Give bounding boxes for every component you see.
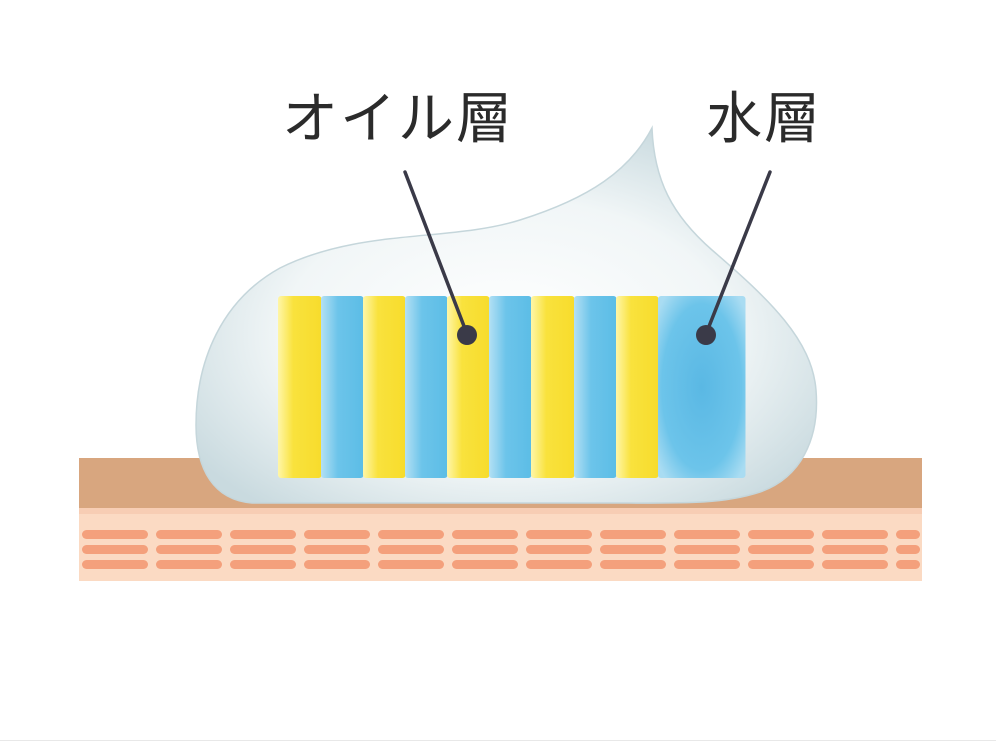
lamellar-layers bbox=[278, 296, 746, 478]
skin-cell bbox=[230, 560, 296, 569]
skin-cell bbox=[452, 530, 518, 539]
skin-cell bbox=[82, 545, 148, 554]
water-layer-stripe bbox=[321, 296, 364, 478]
skin-cell bbox=[674, 530, 740, 539]
skin-cell-rows bbox=[82, 530, 920, 569]
oil-layer-stripe bbox=[363, 296, 406, 478]
skin-cell bbox=[452, 560, 518, 569]
water-layer-marker-dot bbox=[696, 325, 716, 345]
skin-cell bbox=[600, 560, 666, 569]
oil-layer-stripe bbox=[616, 296, 659, 478]
skin-cell bbox=[526, 530, 592, 539]
skin-cell bbox=[378, 545, 444, 554]
oil-layer-stripe bbox=[531, 296, 575, 478]
water-layer-stripe bbox=[574, 296, 617, 478]
water-layer-label: 水層 bbox=[706, 87, 822, 152]
skin-cell bbox=[82, 530, 148, 539]
oil-layer-marker-dot bbox=[457, 325, 477, 345]
skin-cell bbox=[378, 530, 444, 539]
skin-tissue bbox=[79, 508, 922, 581]
skin-cell bbox=[600, 545, 666, 554]
skin-cell bbox=[82, 560, 148, 569]
skin-cell bbox=[600, 530, 666, 539]
skin-cell bbox=[156, 545, 222, 554]
skin-cell bbox=[304, 530, 370, 539]
skin-cell bbox=[748, 545, 814, 554]
skin-cell bbox=[674, 560, 740, 569]
oil-layer-label: オイル層 bbox=[282, 87, 514, 152]
skin-cell bbox=[526, 545, 592, 554]
oil-layer-stripe bbox=[278, 296, 322, 478]
skin-cell bbox=[674, 545, 740, 554]
water-layer-leader-line bbox=[704, 170, 772, 336]
skin-cell bbox=[526, 560, 592, 569]
skin-cell bbox=[896, 530, 920, 539]
skin-cell bbox=[748, 560, 814, 569]
skin-cell bbox=[304, 560, 370, 569]
skin-cell bbox=[822, 530, 888, 539]
skin-cell bbox=[156, 530, 222, 539]
skin-cell bbox=[896, 560, 920, 569]
oil-layer-leader-line bbox=[403, 170, 469, 336]
skin-cell bbox=[896, 545, 920, 554]
skin-cell bbox=[230, 530, 296, 539]
oil-layer-stripe bbox=[447, 296, 490, 478]
water-layer-stripe bbox=[489, 296, 532, 478]
water-layer-stripe bbox=[658, 296, 746, 478]
skin-cell bbox=[230, 545, 296, 554]
skin-cell bbox=[822, 560, 888, 569]
skin-cell bbox=[452, 545, 518, 554]
water-layer-stripe bbox=[405, 296, 448, 478]
skin-cell bbox=[822, 545, 888, 554]
skin-cell bbox=[304, 545, 370, 554]
skin-cell bbox=[156, 560, 222, 569]
skin-cell bbox=[748, 530, 814, 539]
divider bbox=[0, 740, 996, 741]
skin-cell bbox=[378, 560, 444, 569]
